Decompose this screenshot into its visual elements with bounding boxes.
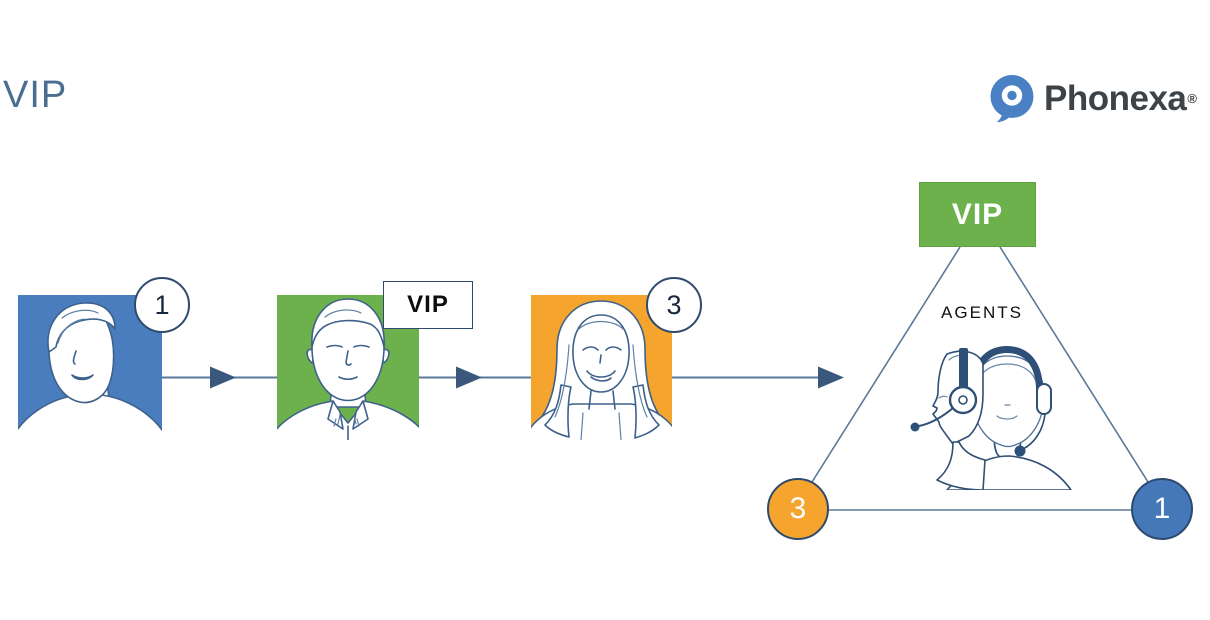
- triangle-left-side: [811, 246, 961, 483]
- registered-mark: ®: [1187, 91, 1197, 106]
- long-hair-woman-illustration: [531, 300, 672, 440]
- phonexa-logo: Phonexa ®: [989, 74, 1197, 123]
- caller-1-badge: 1: [134, 277, 190, 333]
- arrow-head-3: [818, 366, 844, 389]
- phonexa-pin-icon: [990, 75, 1034, 123]
- vip-destination-box: VIP: [919, 182, 1036, 247]
- man-collared-shirt-illustration: [277, 298, 419, 440]
- call-center-agents-illustration: [910, 346, 1072, 490]
- arrow-head-2: [456, 366, 482, 389]
- page-title: VIP: [3, 74, 68, 116]
- arrow-head-1: [210, 366, 236, 389]
- routing-node-1: 1: [1131, 478, 1193, 540]
- caller-vip-badge: VIP: [383, 281, 473, 329]
- agents-label: AGENTS: [941, 303, 1023, 322]
- routing-node-3: 3: [767, 478, 829, 540]
- caller-3-square: [531, 295, 672, 440]
- short-hair-person-illustration: [18, 302, 162, 440]
- caller-3-badge: 3: [646, 277, 702, 333]
- brand-name: Phonexa: [1044, 78, 1187, 118]
- triangle-right-side: [999, 246, 1149, 483]
